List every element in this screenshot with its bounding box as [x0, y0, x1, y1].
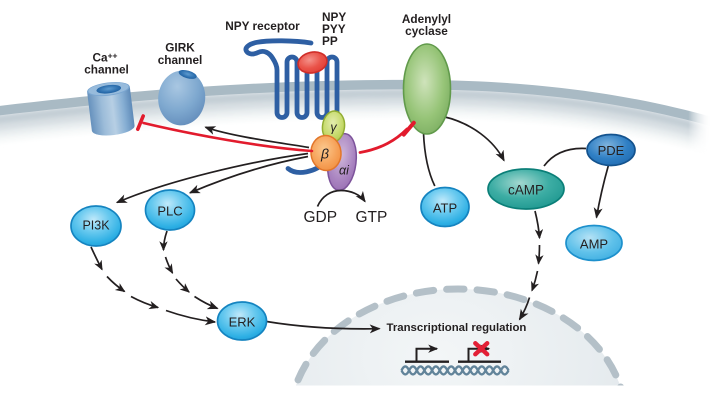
svg-text:β: β: [320, 146, 329, 162]
svg-text:PI3K: PI3K: [82, 219, 110, 233]
svg-text:ATP: ATP: [433, 200, 457, 215]
svg-text:channel: channel: [158, 53, 203, 67]
svg-text:γ: γ: [330, 121, 337, 135]
svg-text:PLC: PLC: [157, 203, 182, 218]
svg-text:GDP: GDP: [304, 209, 338, 226]
svg-text:channel: channel: [84, 63, 129, 77]
svg-text:ERK: ERK: [229, 315, 256, 330]
svg-text:NPY receptor: NPY receptor: [225, 19, 300, 33]
svg-text:GTP: GTP: [356, 209, 388, 226]
svg-text:Transcriptional regulation: Transcriptional regulation: [387, 322, 527, 334]
svg-text:cAMP: cAMP: [508, 182, 544, 197]
svg-text:GIRK: GIRK: [165, 41, 195, 55]
svg-text:PYY: PYY: [322, 22, 346, 36]
svg-text:Adenylyl: Adenylyl: [402, 12, 451, 26]
svg-text:AMP: AMP: [580, 236, 608, 251]
svg-text:αi: αi: [339, 164, 350, 178]
svg-text:cyclase: cyclase: [405, 24, 448, 38]
svg-text:PP: PP: [322, 34, 338, 48]
svg-text:PDE: PDE: [598, 143, 625, 158]
svg-text:NPY: NPY: [322, 10, 346, 24]
